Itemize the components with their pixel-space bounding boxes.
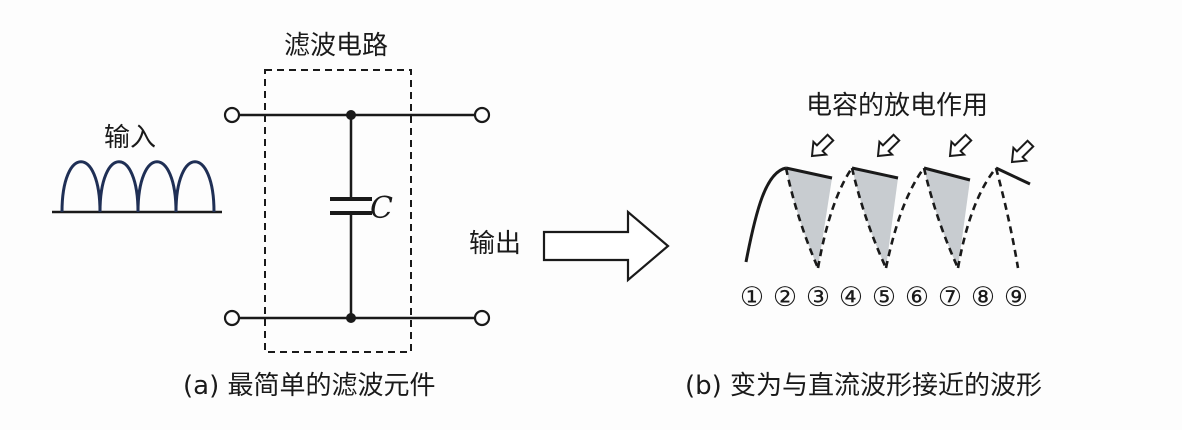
dashed-rise-4 bbox=[956, 167, 998, 269]
point-label-5: ⑤ bbox=[872, 282, 896, 313]
point-label-2: ② bbox=[773, 282, 797, 313]
capacitor-label: C bbox=[370, 191, 393, 226]
output-waveform bbox=[744, 166, 1031, 269]
discharge-region-2 bbox=[852, 168, 898, 268]
point-label-3: ③ bbox=[806, 282, 830, 313]
discharge-shading bbox=[786, 168, 970, 268]
point-label-9: ⑨ bbox=[1004, 282, 1028, 313]
discharge-title: 电容的放电作用 bbox=[806, 91, 989, 121]
caption-b: (b) 变为与直流波形接近的波形 bbox=[685, 371, 1043, 401]
dashed-fall-2 bbox=[850, 167, 888, 269]
charging-curve bbox=[744, 166, 787, 263]
caption-a: (a) 最简单的滤波元件 bbox=[183, 371, 436, 401]
discharge-line-2 bbox=[851, 166, 899, 180]
point-label-7: ⑦ bbox=[938, 282, 962, 313]
input-rectified-wave bbox=[60, 160, 216, 213]
output-terminal-top bbox=[473, 106, 491, 124]
discharge-line-4 bbox=[995, 166, 1031, 186]
point-label-6: ⑥ bbox=[905, 282, 929, 313]
dashed-fall-3 bbox=[922, 167, 960, 269]
output-terminal-bottom bbox=[473, 309, 491, 327]
discharge-pointers bbox=[810, 133, 1035, 164]
dashed-rise-3 bbox=[884, 167, 926, 269]
dashed-fall-1 bbox=[784, 167, 820, 269]
filter-circuit-title: 滤波电路 bbox=[284, 31, 389, 61]
discharge-line-3 bbox=[923, 166, 971, 182]
pointer-arrow-4 bbox=[1010, 139, 1035, 164]
pointer-arrow-1 bbox=[810, 133, 835, 158]
dashed-rise-2 bbox=[816, 167, 854, 269]
input-terminal-bottom bbox=[223, 309, 241, 327]
discharge-region-1 bbox=[786, 168, 832, 268]
output-arrow bbox=[542, 209, 670, 283]
discharge-region-3 bbox=[924, 168, 970, 268]
filter-circuit-boundary bbox=[264, 69, 412, 353]
input-waveform bbox=[52, 160, 222, 214]
pointer-arrow-3 bbox=[948, 133, 973, 158]
input-terminal-top bbox=[223, 106, 241, 124]
pointer-arrow-2 bbox=[876, 133, 901, 158]
point-label-8: ⑧ bbox=[971, 282, 995, 313]
circuit-wires bbox=[223, 106, 491, 327]
output-label: 输出 bbox=[469, 229, 522, 259]
dashed-fall-4 bbox=[994, 167, 1020, 269]
point-label-4: ④ bbox=[839, 282, 863, 313]
discharge-line-1 bbox=[785, 166, 833, 180]
input-label: 输入 bbox=[104, 123, 157, 153]
point-label-1: ① bbox=[740, 282, 764, 313]
